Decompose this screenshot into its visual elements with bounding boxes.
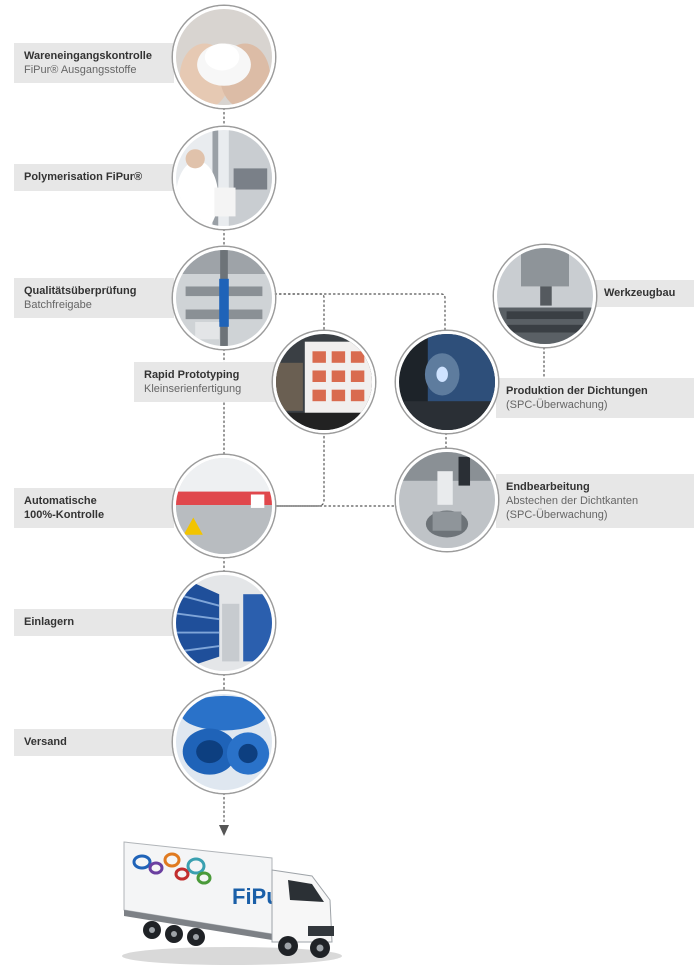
arrow-down-icon	[219, 825, 229, 836]
step-subtitle-line1: Abstechen der Dichtkanten	[506, 495, 639, 507]
step-title: Polymerisation FiPur®	[24, 171, 143, 183]
inspection-machine-icon	[173, 455, 275, 557]
step-title: Produktion der Dichtungen	[506, 385, 648, 397]
step-wareneingang-label: Wareneingangskontrolle FiPur® Ausgangsst…	[14, 43, 174, 83]
step-automatische-label: Automatische 100%-Kontrolle	[14, 488, 174, 528]
step-subtitle: Kleinserienfertigung	[144, 383, 242, 395]
milling-machine-icon	[494, 245, 596, 347]
step-title-line2: 100%-Kontrolle	[24, 509, 105, 521]
prototype-samples-icon	[273, 331, 375, 433]
step-qualitaet-label: Qualitätsüberprüfung Batchfreigabe	[14, 278, 174, 318]
step-title: Rapid Prototyping	[144, 369, 240, 381]
warehouse-shelves-icon	[173, 572, 275, 674]
step-versand-label: Versand	[14, 729, 174, 756]
step-title-line1: Automatische	[24, 495, 97, 507]
step-title: Qualitätsüberprüfung	[24, 285, 137, 297]
delivery-truck-icon: FiPur	[122, 841, 342, 965]
step-werkzeugbau-label: Werkzeugbau	[594, 280, 694, 307]
tensile-tester-icon	[173, 247, 275, 349]
step-title: Endbearbeitung	[506, 481, 590, 493]
step-subtitle-line2: (SPC-Überwachung)	[506, 509, 608, 521]
cnc-lathe-icon	[396, 331, 498, 433]
step-subtitle: (SPC-Überwachung)	[506, 399, 608, 411]
powder-in-hands-icon	[173, 6, 275, 108]
step-polymerisation-label: Polymerisation FiPur®	[14, 164, 174, 191]
lab-equipment-icon	[173, 127, 275, 229]
step-produktion-label: Produktion der Dichtungen (SPC-Überwachu…	[496, 378, 694, 418]
step-title: Einlagern	[24, 616, 75, 628]
finishing-machine-icon	[396, 449, 498, 551]
step-einlagern-label: Einlagern	[14, 609, 174, 636]
step-title: Werkzeugbau	[604, 287, 676, 299]
step-endbearbeitung-label: Endbearbeitung Abstechen der Dichtkanten…	[496, 474, 694, 528]
step-rapid-label: Rapid Prototyping Kleinserienfertigung	[134, 362, 276, 402]
step-title: Versand	[24, 736, 67, 748]
step-subtitle: Batchfreigabe	[24, 299, 92, 311]
blue-seals-icon	[173, 691, 275, 793]
step-title: Wareneingangskontrolle	[24, 50, 152, 62]
step-subtitle: FiPur® Ausgangsstoffe	[24, 64, 137, 76]
